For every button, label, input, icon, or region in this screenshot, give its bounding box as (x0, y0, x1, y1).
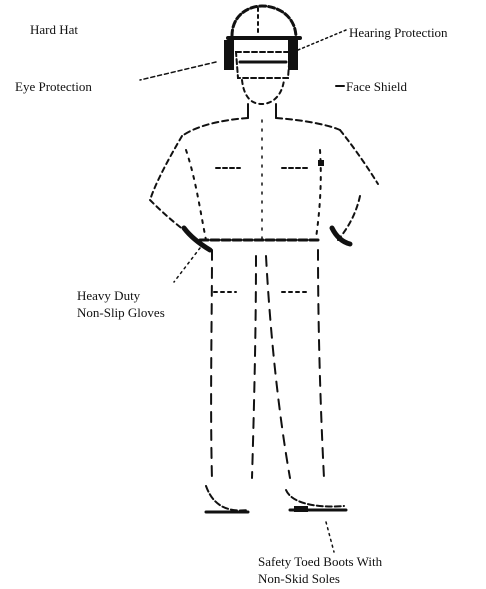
leader-lines (140, 30, 346, 552)
hard-hat-drawing (228, 6, 300, 38)
torso-drawing (182, 118, 340, 240)
boots-drawing (206, 486, 346, 512)
label-boots-line1: Safety Toed Boots With (258, 554, 382, 570)
label-face-shield: Face Shield (346, 79, 407, 95)
label-hard-hat: Hard Hat (30, 22, 78, 38)
ear-muffs-drawing (224, 40, 298, 70)
hearing-leader (298, 30, 346, 50)
label-gloves-line2: Non-Slip Gloves (77, 305, 165, 321)
face-shield-drawing (236, 52, 290, 78)
label-hearing-protection: Hearing Protection (349, 25, 448, 41)
head-drawing (242, 80, 284, 118)
arms-drawing (150, 130, 378, 240)
label-gloves-line1: Heavy Duty (77, 288, 140, 304)
gloves-leader (174, 248, 200, 282)
label-boots-line2: Non-Skid Soles (258, 571, 340, 587)
eye-leader (140, 62, 216, 80)
boots-leader (326, 522, 334, 552)
legs-drawing (211, 250, 324, 480)
label-eye-protection: Eye Protection (15, 79, 92, 95)
